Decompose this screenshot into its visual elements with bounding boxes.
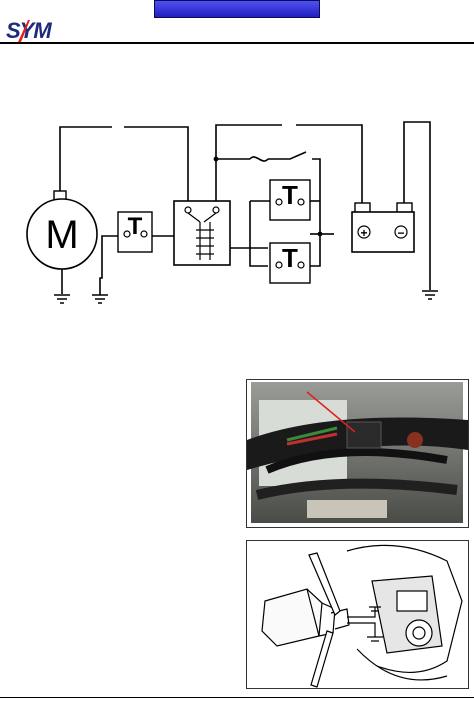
relay-location-photo-icon bbox=[247, 382, 468, 523]
motor-ground-icon bbox=[54, 294, 70, 304]
footer-rule bbox=[0, 697, 474, 698]
header-banner bbox=[154, 0, 320, 18]
battery-plus-label: + bbox=[360, 226, 367, 240]
motor-symbol: M bbox=[26, 190, 98, 270]
upper-relay-label: T bbox=[282, 180, 298, 210]
upper-relay-symbol: T bbox=[269, 179, 311, 221]
lower-relay-label: T bbox=[282, 243, 298, 273]
brand-logo-slash bbox=[18, 20, 30, 42]
battery-ground-icon bbox=[422, 290, 438, 300]
small-relay-label: T bbox=[128, 213, 143, 240]
small-relay-symbol: T bbox=[117, 211, 153, 253]
relay-ground-icon bbox=[92, 294, 108, 304]
relay-test-illustration-icon bbox=[261, 544, 463, 688]
ground-symbols bbox=[54, 290, 438, 304]
relay-location-photo bbox=[246, 379, 469, 528]
battery-symbol: + − bbox=[351, 202, 415, 253]
motor-label: M bbox=[45, 213, 78, 257]
main-relay-symbol bbox=[173, 200, 231, 266]
relay-test-illustration bbox=[246, 540, 469, 689]
header-rule bbox=[0, 42, 474, 44]
battery-minus-label: − bbox=[397, 226, 404, 240]
lower-relay-symbol: T bbox=[269, 242, 311, 284]
wiring-diagram: M T T T + − bbox=[26, 121, 438, 304]
